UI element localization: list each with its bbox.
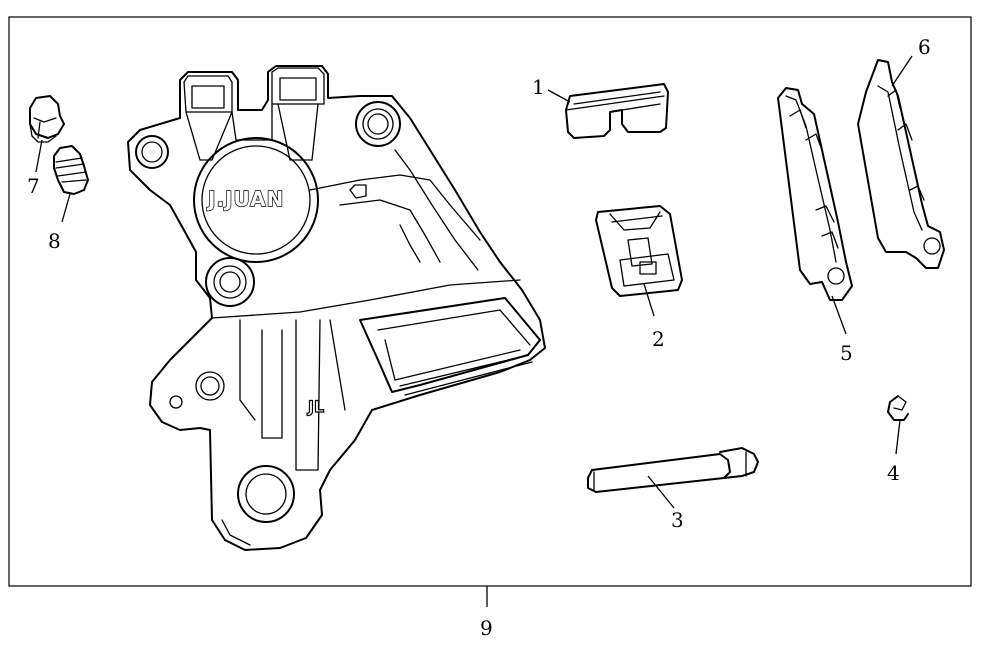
bleeder-cap: [29, 95, 65, 143]
diagram-frame: [8, 16, 972, 587]
leader-1: [547, 89, 571, 103]
callout-5: 5: [840, 341, 853, 365]
callout-3: 3: [671, 508, 684, 532]
callout-1: 1: [532, 75, 545, 99]
caliper-mark: JL: [307, 397, 324, 416]
pad-pin: [587, 447, 759, 493]
leader-8: [61, 193, 71, 223]
brake-caliper: J.JUAN JL: [127, 65, 546, 551]
callout-4: 4: [887, 461, 900, 485]
pad-spring: [565, 83, 669, 139]
bleeder-valve: [53, 145, 89, 195]
leader-7: [35, 139, 43, 173]
caliper-logo: J.JUAN: [206, 187, 284, 211]
callout-6: 6: [918, 35, 931, 59]
brake-pad-outer: [857, 59, 945, 269]
brake-pad-inner: [777, 87, 853, 301]
leader-2: [643, 283, 655, 317]
callout-2: 2: [652, 327, 665, 351]
r-clip: [887, 395, 909, 421]
leader-6: [891, 55, 913, 87]
leader-4: [895, 419, 901, 455]
callout-8: 8: [48, 229, 61, 253]
leader-5: [831, 295, 847, 335]
leader-3: [647, 475, 675, 509]
callout-9: 9: [480, 616, 493, 640]
pad-retainer: [595, 205, 683, 297]
callout-7: 7: [27, 174, 40, 198]
